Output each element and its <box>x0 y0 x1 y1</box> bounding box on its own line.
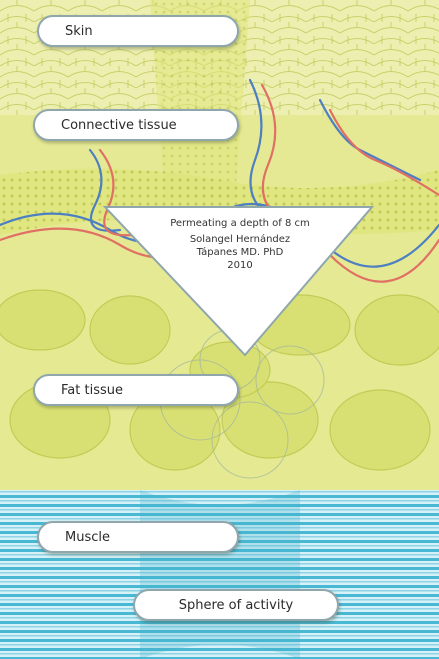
callout-line-1: Permeating a depth of 8 cm <box>122 217 358 230</box>
label-connective-tissue-text: Connective tissue <box>61 118 177 133</box>
label-skin: Skin <box>37 15 239 47</box>
callout-line-3: Tápanes MD. PhD <box>122 246 358 259</box>
callout-line-2: Solangel Hernández <box>122 233 358 246</box>
label-sphere-of-activity: Sphere of activity <box>133 589 339 621</box>
label-sphere-of-activity-text: Sphere of activity <box>179 598 294 613</box>
depth-callout-text: Permeating a depth of 8 cm Solangel Hern… <box>122 217 358 272</box>
label-muscle: Muscle <box>37 521 239 553</box>
label-connective-tissue: Connective tissue <box>33 109 239 141</box>
muscle-wave <box>140 490 300 659</box>
label-muscle-text: Muscle <box>65 530 110 545</box>
label-fat-tissue-text: Fat tissue <box>61 383 123 398</box>
callout-line-4: 2010 <box>122 259 358 272</box>
label-fat-tissue: Fat tissue <box>33 374 239 406</box>
label-skin-text: Skin <box>65 24 93 39</box>
